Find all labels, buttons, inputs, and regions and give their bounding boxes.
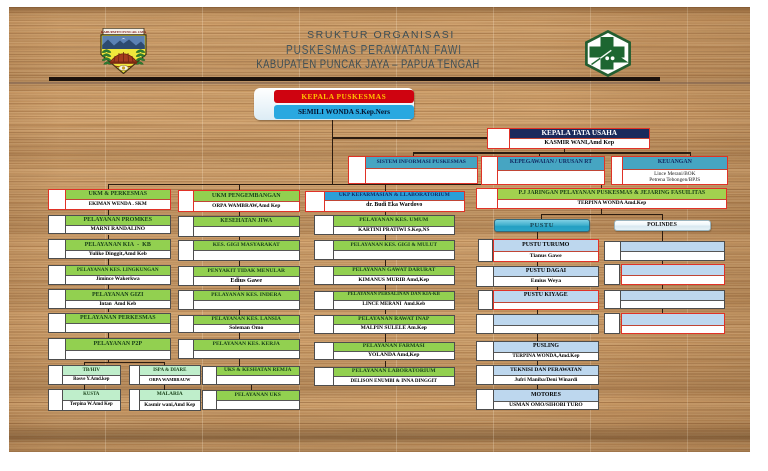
- svg-text:KABUPATEN PUNCAK JAYA: KABUPATEN PUNCAK JAYA: [101, 30, 147, 34]
